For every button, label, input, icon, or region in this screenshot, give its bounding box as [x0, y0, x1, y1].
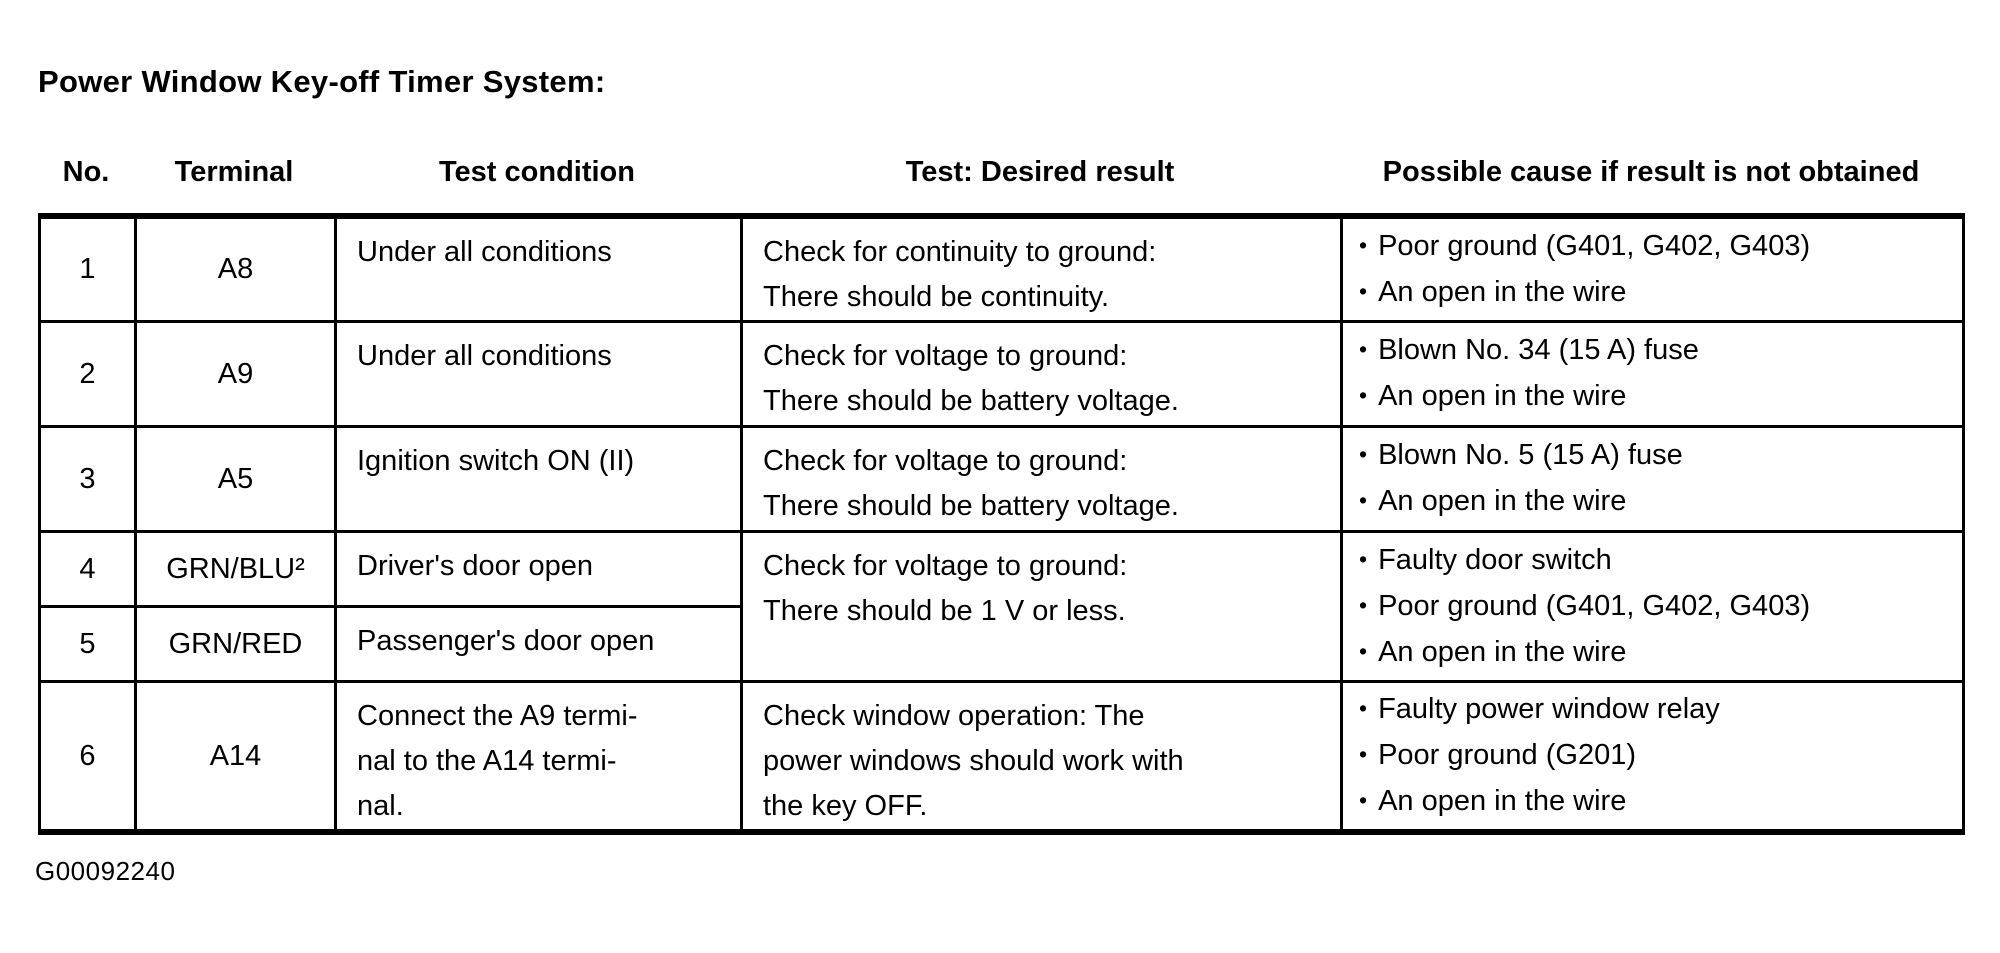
cell-terminal: A8: [134, 214, 337, 323]
cause-text: Blown No. 5 (15 A) fuse: [1378, 439, 1683, 471]
cause-item: • Faulty door switch: [1359, 538, 1954, 584]
cell-no: 1: [38, 214, 137, 323]
bullet-icon: •: [1359, 695, 1368, 721]
cause-list: • Blown No. 34 (15 A) fuse • An open in th…: [1359, 328, 1954, 420]
cause-text: Poor ground (G201): [1378, 739, 1636, 771]
cause-text: An open in the wire: [1378, 380, 1627, 412]
test-table: 1 A8 Under all conditions Check for cont…: [38, 213, 1965, 835]
table-row: 2 A9 Under all conditions Check for volt…: [38, 320, 1965, 428]
cause-item: • An open in the wire: [1359, 374, 1954, 420]
cause-list: • Faulty door switch • Poor ground (G401, …: [1359, 538, 1954, 676]
table-header-row: No. Terminal Test condition Test: Desire…: [38, 156, 1962, 189]
cell-terminal: A14: [134, 680, 337, 834]
cell-result: Check for continuity to ground: There sh…: [740, 214, 1343, 323]
bullet-icon: •: [1359, 591, 1368, 618]
column-header-possible-cause: Possible cause if result is not obtained: [1382, 156, 1920, 188]
bullet-icon: •: [1359, 741, 1368, 767]
table-row: 1 A8 Under all conditions Check for cont…: [38, 214, 1965, 323]
cell-terminal: A9: [134, 320, 337, 428]
cause-item: • An open in the wire: [1359, 479, 1954, 525]
cause-list: • Faulty power window relay • Poor ground …: [1359, 687, 1954, 825]
cause-list: • Blown No. 5 (15 A) fuse • An open in the…: [1359, 433, 1954, 525]
cause-text: An open in the wire: [1378, 485, 1627, 517]
column-header-test-condition: Test condition: [438, 156, 635, 188]
column-header-terminal: Terminal: [174, 156, 294, 188]
cause-text: An open in the wire: [1378, 275, 1627, 308]
cause-text: An open in the wire: [1378, 785, 1627, 817]
cell-causes: • Poor ground (G401, G402, G403) • An open…: [1340, 214, 1965, 323]
cell-result: Check window operation: The power window…: [740, 680, 1343, 834]
cell-result: Check for voltage to ground: There shoul…: [740, 530, 1343, 683]
cause-item: • Poor ground (G401, G402, G403): [1359, 224, 1954, 270]
cell-condition: Passenger's door open: [334, 605, 743, 683]
bullet-icon: •: [1359, 487, 1368, 513]
cell-no: 5: [38, 605, 137, 683]
bullet-icon: •: [1359, 545, 1368, 572]
figure-id: G00092240: [35, 856, 176, 886]
bullet-icon: •: [1359, 787, 1368, 813]
cell-no: 4: [38, 530, 137, 608]
cell-terminal: GRN/BLU²: [134, 530, 337, 608]
bullet-icon: •: [1359, 277, 1368, 304]
bullet-icon: •: [1359, 231, 1368, 258]
cell-terminal: A5: [134, 425, 337, 533]
cell-condition: Connect the A9 termi- nal to the A14 ter…: [334, 680, 743, 834]
bullet-icon: •: [1359, 336, 1368, 362]
cause-list: • Poor ground (G401, G402, G403) • An open…: [1359, 224, 1954, 316]
cell-condition: Driver's door open: [334, 530, 743, 608]
cell-condition: Under all conditions: [334, 320, 743, 428]
cell-terminal: GRN/RED: [134, 605, 337, 683]
table-row: 4 GRN/BLU² Driver's door open Check for …: [38, 530, 1965, 683]
cell-no: 3: [38, 425, 137, 533]
cause-item: • Poor ground (G201): [1359, 733, 1954, 779]
cause-text: Poor ground (G401, G402, G403): [1378, 589, 1811, 622]
cause-text: Faulty door switch: [1378, 543, 1612, 576]
cause-item: • Blown No. 34 (15 A) fuse: [1359, 328, 1954, 374]
table-row: 3 A5 Ignition switch ON (II) Check for v…: [38, 425, 1965, 533]
table-row: 5 GRN/RED Passenger's door open: [38, 605, 1964, 683]
cell-no: 6: [38, 680, 137, 834]
cause-item: • Blown No. 5 (15 A) fuse: [1359, 433, 1954, 479]
cause-text: Faulty power window relay: [1378, 693, 1720, 725]
cause-text: Blown No. 34 (15 A) fuse: [1378, 334, 1699, 366]
cell-causes: • Faulty door switch • Poor ground (G401, …: [1340, 530, 1965, 683]
bullet-icon: •: [1359, 441, 1368, 467]
cell-no: 2: [38, 320, 137, 428]
table-row: 6 A14 Connect the A9 termi- nal to the A…: [38, 680, 1965, 834]
bullet-icon: •: [1359, 382, 1368, 408]
cause-item: • An open in the wire: [1359, 270, 1954, 316]
bullet-icon: •: [1359, 637, 1368, 664]
column-header-desired-result: Test: Desired result: [905, 156, 1175, 188]
cell-result: Check for voltage to ground: There shoul…: [740, 425, 1343, 533]
cause-item: • Poor ground (G401, G402, G403): [1359, 584, 1954, 630]
cause-item: • An open in the wire: [1359, 779, 1954, 825]
cell-result: Check for voltage to ground: There shoul…: [740, 320, 1343, 428]
cell-causes: • Blown No. 5 (15 A) fuse • An open in the…: [1340, 425, 1965, 533]
cell-condition: Under all conditions: [334, 214, 743, 323]
column-header-no: No.: [62, 156, 110, 188]
page-title: Power Window Key-off Timer System:: [38, 64, 606, 99]
cause-item: • Faulty power window relay: [1359, 687, 1954, 733]
cause-text: Poor ground (G401, G402, G403): [1378, 229, 1811, 262]
cell-causes: • Faulty power window relay • Poor ground …: [1340, 680, 1965, 834]
cause-item: • An open in the wire: [1359, 630, 1954, 676]
cell-causes: • Blown No. 34 (15 A) fuse • An open in th…: [1340, 320, 1965, 428]
cause-text: An open in the wire: [1378, 635, 1627, 668]
cell-condition: Ignition switch ON (II): [334, 425, 743, 533]
